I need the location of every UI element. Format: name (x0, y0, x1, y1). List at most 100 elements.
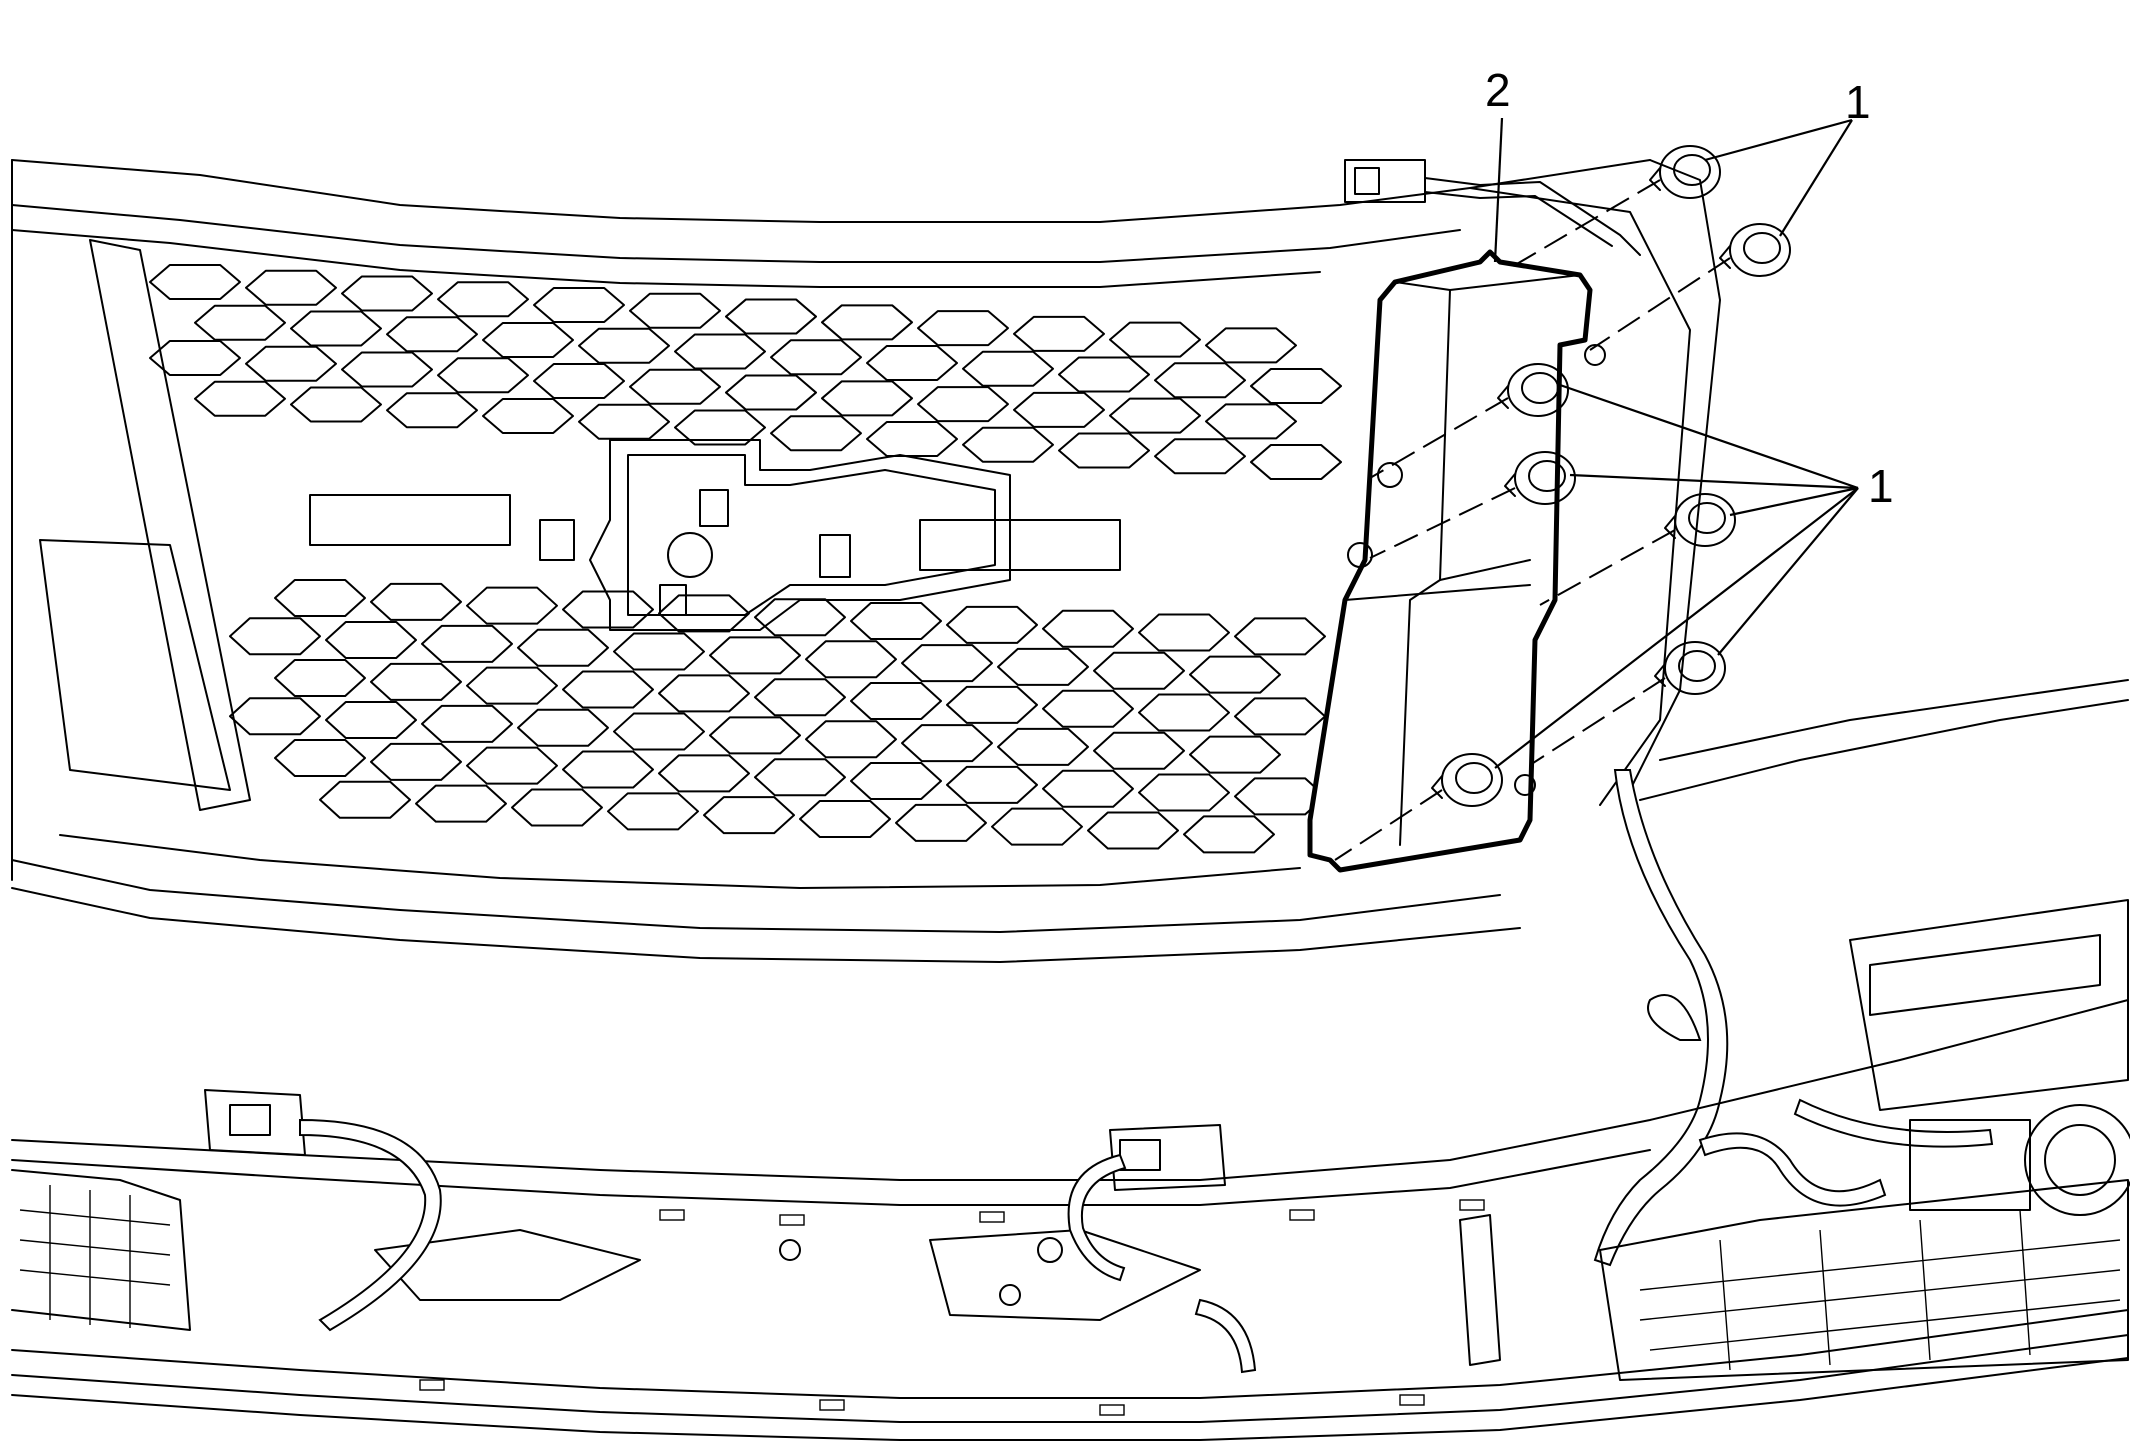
mesh-cell (770, 415, 862, 452)
callout-label-1-group: 1 (1868, 460, 1894, 512)
mesh-cell (821, 380, 913, 417)
mesh-cell (578, 403, 670, 440)
lower-fascia-clips (419, 1199, 1501, 1416)
callout-label-1-top: 1 (1845, 76, 1871, 128)
mesh-cell (1205, 403, 1297, 440)
mesh-cell (850, 602, 942, 641)
screw-5 (1664, 493, 1736, 547)
mesh-cell (1013, 391, 1105, 428)
mesh-cell (917, 310, 1009, 347)
mesh-cell (1013, 315, 1105, 352)
mesh-cell (901, 644, 993, 683)
mesh-cell (709, 636, 801, 675)
mesh-cell (229, 697, 321, 736)
mesh-cell (1087, 811, 1179, 850)
mesh-cell (149, 264, 241, 300)
mesh-cell (1093, 731, 1185, 770)
mesh-cell (754, 758, 846, 797)
mesh-cell (1093, 651, 1185, 690)
mesh-cell (607, 792, 699, 831)
lower-fascia (11, 899, 2130, 1441)
mesh-cell (658, 674, 750, 713)
mesh-cell (1234, 617, 1326, 656)
mesh-cell (1042, 609, 1134, 648)
mesh-cell (466, 666, 558, 705)
lower-sensor-bracket-left (204, 1089, 641, 1332)
mesh-cell (341, 275, 433, 312)
mesh-cell (1138, 613, 1230, 652)
mesh-cell (901, 724, 993, 763)
mesh-cell (962, 426, 1054, 463)
mesh-cell (229, 617, 321, 656)
upper-grille-frame (11, 159, 2129, 963)
mesh-cell (1042, 689, 1134, 728)
mesh-cell (658, 754, 750, 793)
mesh-cell (725, 374, 817, 411)
mesh-cell (821, 304, 913, 341)
mesh-cell (415, 784, 507, 823)
mesh-cell (370, 662, 462, 701)
mesh-cell (754, 678, 846, 717)
mesh-cell (1058, 356, 1150, 393)
mesh-cell (1109, 321, 1201, 358)
mesh-cell (319, 780, 411, 819)
grille-hex-mesh (149, 264, 1342, 854)
mesh-cell (917, 386, 1009, 423)
mesh-cell (1138, 773, 1230, 812)
mesh-cell (245, 345, 337, 382)
mesh-cell (997, 647, 1089, 686)
mesh-cell (386, 392, 478, 429)
mesh-cell (562, 750, 654, 789)
mesh-cell (1109, 397, 1201, 434)
mesh-cell (517, 628, 609, 667)
mesh-cell (1205, 327, 1297, 364)
emblem-mounting-plate (309, 439, 1121, 631)
lower-sensor-bracket-center (929, 1124, 1257, 1374)
mesh-cell (466, 586, 558, 625)
mesh-cell (194, 380, 286, 417)
mesh-cell (754, 598, 846, 637)
fastener-points (1347, 344, 1606, 796)
mesh-cell (1058, 432, 1150, 469)
mesh-cell (1234, 697, 1326, 736)
upper-connector (1344, 159, 1641, 256)
mesh-cell (1250, 368, 1342, 405)
mesh-cell (850, 682, 942, 721)
mesh-cell (578, 327, 670, 364)
mesh-cell (533, 287, 625, 324)
mesh-cell (370, 582, 462, 621)
mesh-cell (674, 333, 766, 370)
mesh-cell (421, 704, 513, 743)
mesh-cell (658, 594, 750, 633)
mesh-cell (613, 712, 705, 751)
mesh-cell (629, 368, 721, 405)
mesh-cell (245, 269, 337, 306)
mesh-cell (725, 298, 817, 335)
mesh-cell (325, 621, 417, 660)
mesh-cell (613, 632, 705, 671)
mesh-cell (805, 720, 897, 759)
mesh-cell (1138, 693, 1230, 732)
mesh-cell (866, 345, 958, 382)
mesh-cell (437, 357, 529, 394)
mesh-cell (370, 742, 462, 781)
mesh-cell (962, 350, 1054, 387)
mesh-cell (517, 708, 609, 747)
mesh-cell (946, 685, 1038, 724)
mesh-cell (946, 605, 1038, 644)
screw-6 (1654, 641, 1726, 695)
wiring-harness (1593, 769, 1994, 1267)
mesh-cell (482, 397, 574, 434)
mesh-cell (946, 765, 1038, 804)
installation-paths (1334, 179, 1731, 861)
mesh-cell (274, 659, 366, 697)
mesh-cell (482, 321, 574, 358)
mesh-cell (1250, 444, 1342, 481)
mesh-cell (709, 716, 801, 755)
mesh-cell (1154, 438, 1246, 475)
mesh-cell (274, 739, 366, 777)
callout-label-2: 2 (1485, 64, 1511, 116)
mesh-cell (1189, 655, 1281, 694)
mesh-cell (341, 351, 433, 388)
